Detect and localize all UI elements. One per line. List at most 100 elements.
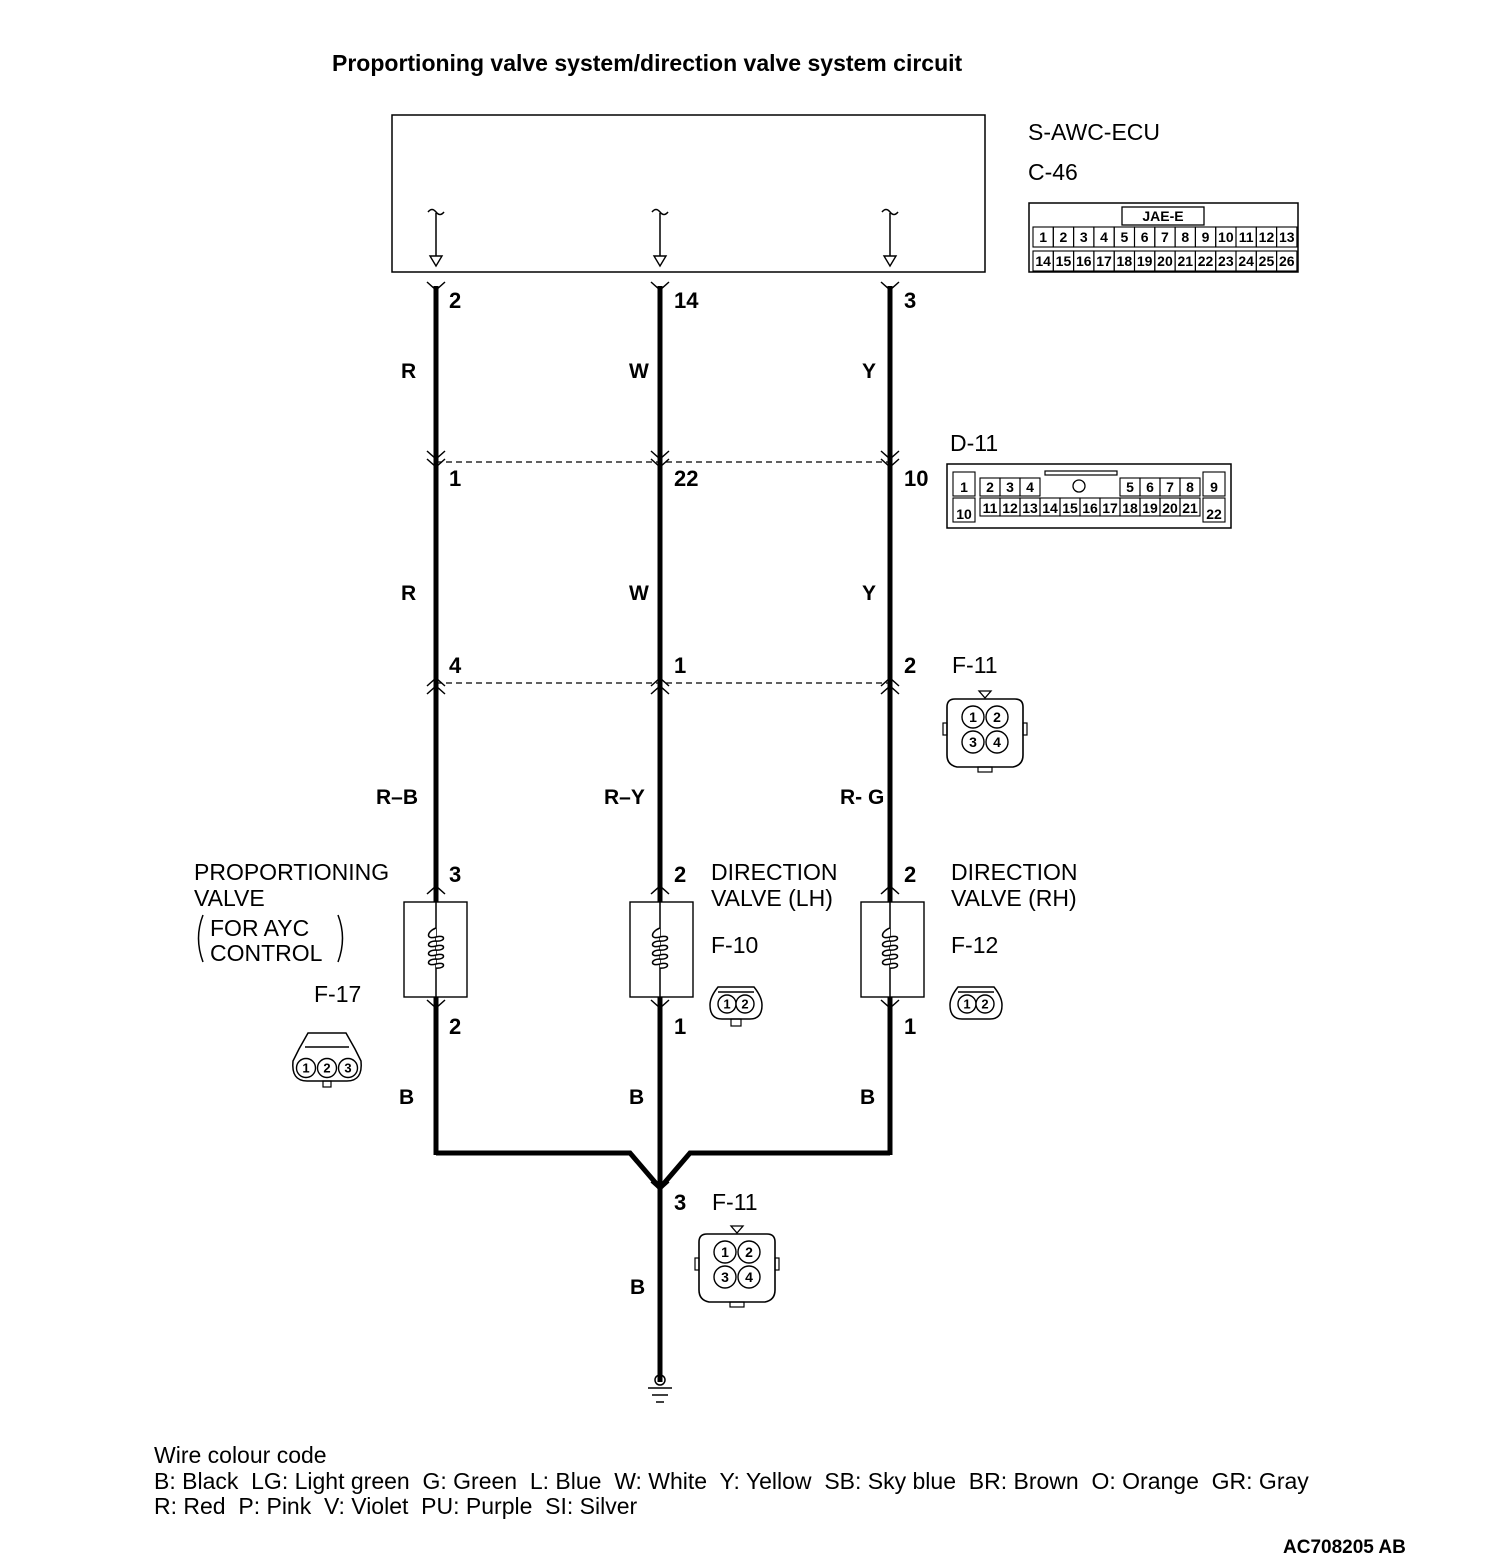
ground-symbol [648, 1374, 672, 1403]
pin-number: 1 [969, 709, 977, 725]
terminal-chevron [650, 684, 670, 695]
d11-pin-right: 10 [904, 466, 928, 491]
c46-pin-label: 15 [1056, 253, 1072, 269]
ecu-connector-label: C-46 [1028, 159, 1078, 185]
pin-circle [316, 1057, 338, 1079]
pin-circle [985, 730, 1009, 754]
connector-housing [946, 698, 1024, 768]
d11-pin-label: 15 [1062, 500, 1078, 516]
connector-notch [774, 1257, 780, 1271]
c46-pin-label: 12 [1259, 229, 1275, 245]
valve-right-pin-top: 2 [904, 862, 916, 887]
d11-pin-label: 9 [1210, 479, 1218, 495]
d11-pin-label: 18 [1122, 500, 1138, 516]
d11-pin-label: 20 [1162, 500, 1178, 516]
pin-circle [337, 1057, 359, 1079]
valve-left-pin-top: 3 [449, 862, 461, 887]
terminal-chevron [426, 450, 446, 461]
wire-color-left-low: R–B [376, 786, 418, 809]
c46-pin-label: 14 [1035, 253, 1051, 269]
pin-number: 2 [323, 1061, 330, 1076]
d11-cell [1019, 477, 1041, 497]
ecu-pin-right: 3 [904, 288, 916, 313]
connector-latch [322, 1080, 332, 1088]
d11-pin-label: 21 [1182, 500, 1198, 516]
terminal-chevron [426, 999, 446, 1010]
c46-pin-label: 17 [1096, 253, 1112, 269]
legend-line1: B: Black LG: Light green G: Green L: Blu… [154, 1468, 1309, 1494]
valve-left-pin-bottom: 2 [449, 1014, 461, 1039]
valve-right-pin-bottom: 1 [904, 1014, 916, 1039]
legend-line2: R: Red P: Pink V: Violet PU: Purple SI: … [154, 1493, 638, 1519]
c46-cell [1276, 226, 1298, 248]
ecu-terminal-arrow [882, 255, 898, 268]
ecu-terminal-tilde [427, 208, 445, 216]
figure-id: AC708205 AB [1283, 1537, 1406, 1558]
valve-left-line3: FOR AYC [210, 915, 309, 941]
f11-pin-center: 1 [674, 653, 686, 678]
terminal-chevron [880, 884, 900, 895]
pin-number: 2 [741, 997, 748, 1012]
f11-pin-right: 2 [904, 653, 916, 678]
d11-pin-label: 2 [986, 479, 994, 495]
wire-color-center-low: R–Y [604, 786, 645, 809]
c46-pin-label: 16 [1076, 253, 1092, 269]
c46-pin-label: 21 [1177, 253, 1193, 269]
d11-cell [1179, 497, 1201, 517]
ecu-pin-center: 14 [674, 288, 699, 313]
wire-color-center-mid: W [629, 582, 649, 605]
c46-pin-label: 9 [1202, 229, 1210, 245]
valve-left-line1: PROPORTIONING [194, 859, 389, 885]
ecu-terminal-arrow [652, 255, 668, 268]
ground-connector-label: F-11 [712, 1189, 758, 1215]
valve-left-line2: VALVE [194, 885, 265, 911]
pin-number: 3 [721, 1269, 729, 1285]
wire-color-center-top: W [629, 360, 649, 383]
terminal-chevron [880, 676, 900, 687]
c46-cell [1276, 250, 1298, 272]
c46-pin-label: 19 [1137, 253, 1153, 269]
f11-pin-left: 4 [449, 653, 462, 678]
d11-cell [952, 497, 976, 523]
d11-pin-label: 4 [1026, 479, 1034, 495]
d11-pin-label: 5 [1126, 479, 1134, 495]
ecu-terminal-arrow [428, 255, 444, 268]
pin-number: 4 [993, 734, 1001, 750]
c46-pin-label: 4 [1100, 229, 1108, 245]
c46-pin-label: 22 [1198, 253, 1214, 269]
d11-label: D-11 [950, 430, 998, 456]
terminal-chevron [426, 684, 446, 695]
f17-label: F-17 [314, 981, 361, 1007]
ecu-name: S-AWC-ECU [1028, 119, 1160, 145]
f12-label: F-12 [951, 932, 998, 958]
c46-pin-label: 5 [1120, 229, 1128, 245]
pin-number: 3 [969, 734, 977, 750]
c46-pin-label: 11 [1239, 229, 1254, 245]
connector-latch [977, 766, 993, 773]
pin-number: 2 [745, 1244, 753, 1260]
c46-pin-label: 13 [1279, 229, 1295, 245]
pin-circle [295, 1057, 317, 1079]
pin-circle [985, 705, 1009, 729]
valve-left-line4: CONTROL [210, 940, 323, 966]
d11-pin-label: 12 [1002, 500, 1018, 516]
d11-pin-label: 3 [1006, 479, 1014, 495]
terminal-chevron [426, 884, 446, 895]
terminal-marks [426, 281, 900, 1192]
d11-pin-label: 13 [1022, 500, 1038, 516]
c46-pin-label: 18 [1117, 253, 1133, 269]
terminal-chevron [880, 684, 900, 695]
wire-color-left-mid: R [401, 582, 416, 605]
legend-heading: Wire colour code [154, 1442, 327, 1468]
ground-junction [436, 1150, 890, 1192]
c46-pin-label: 25 [1259, 253, 1275, 269]
pin-number: 2 [981, 997, 988, 1012]
d11-cell [952, 471, 976, 497]
